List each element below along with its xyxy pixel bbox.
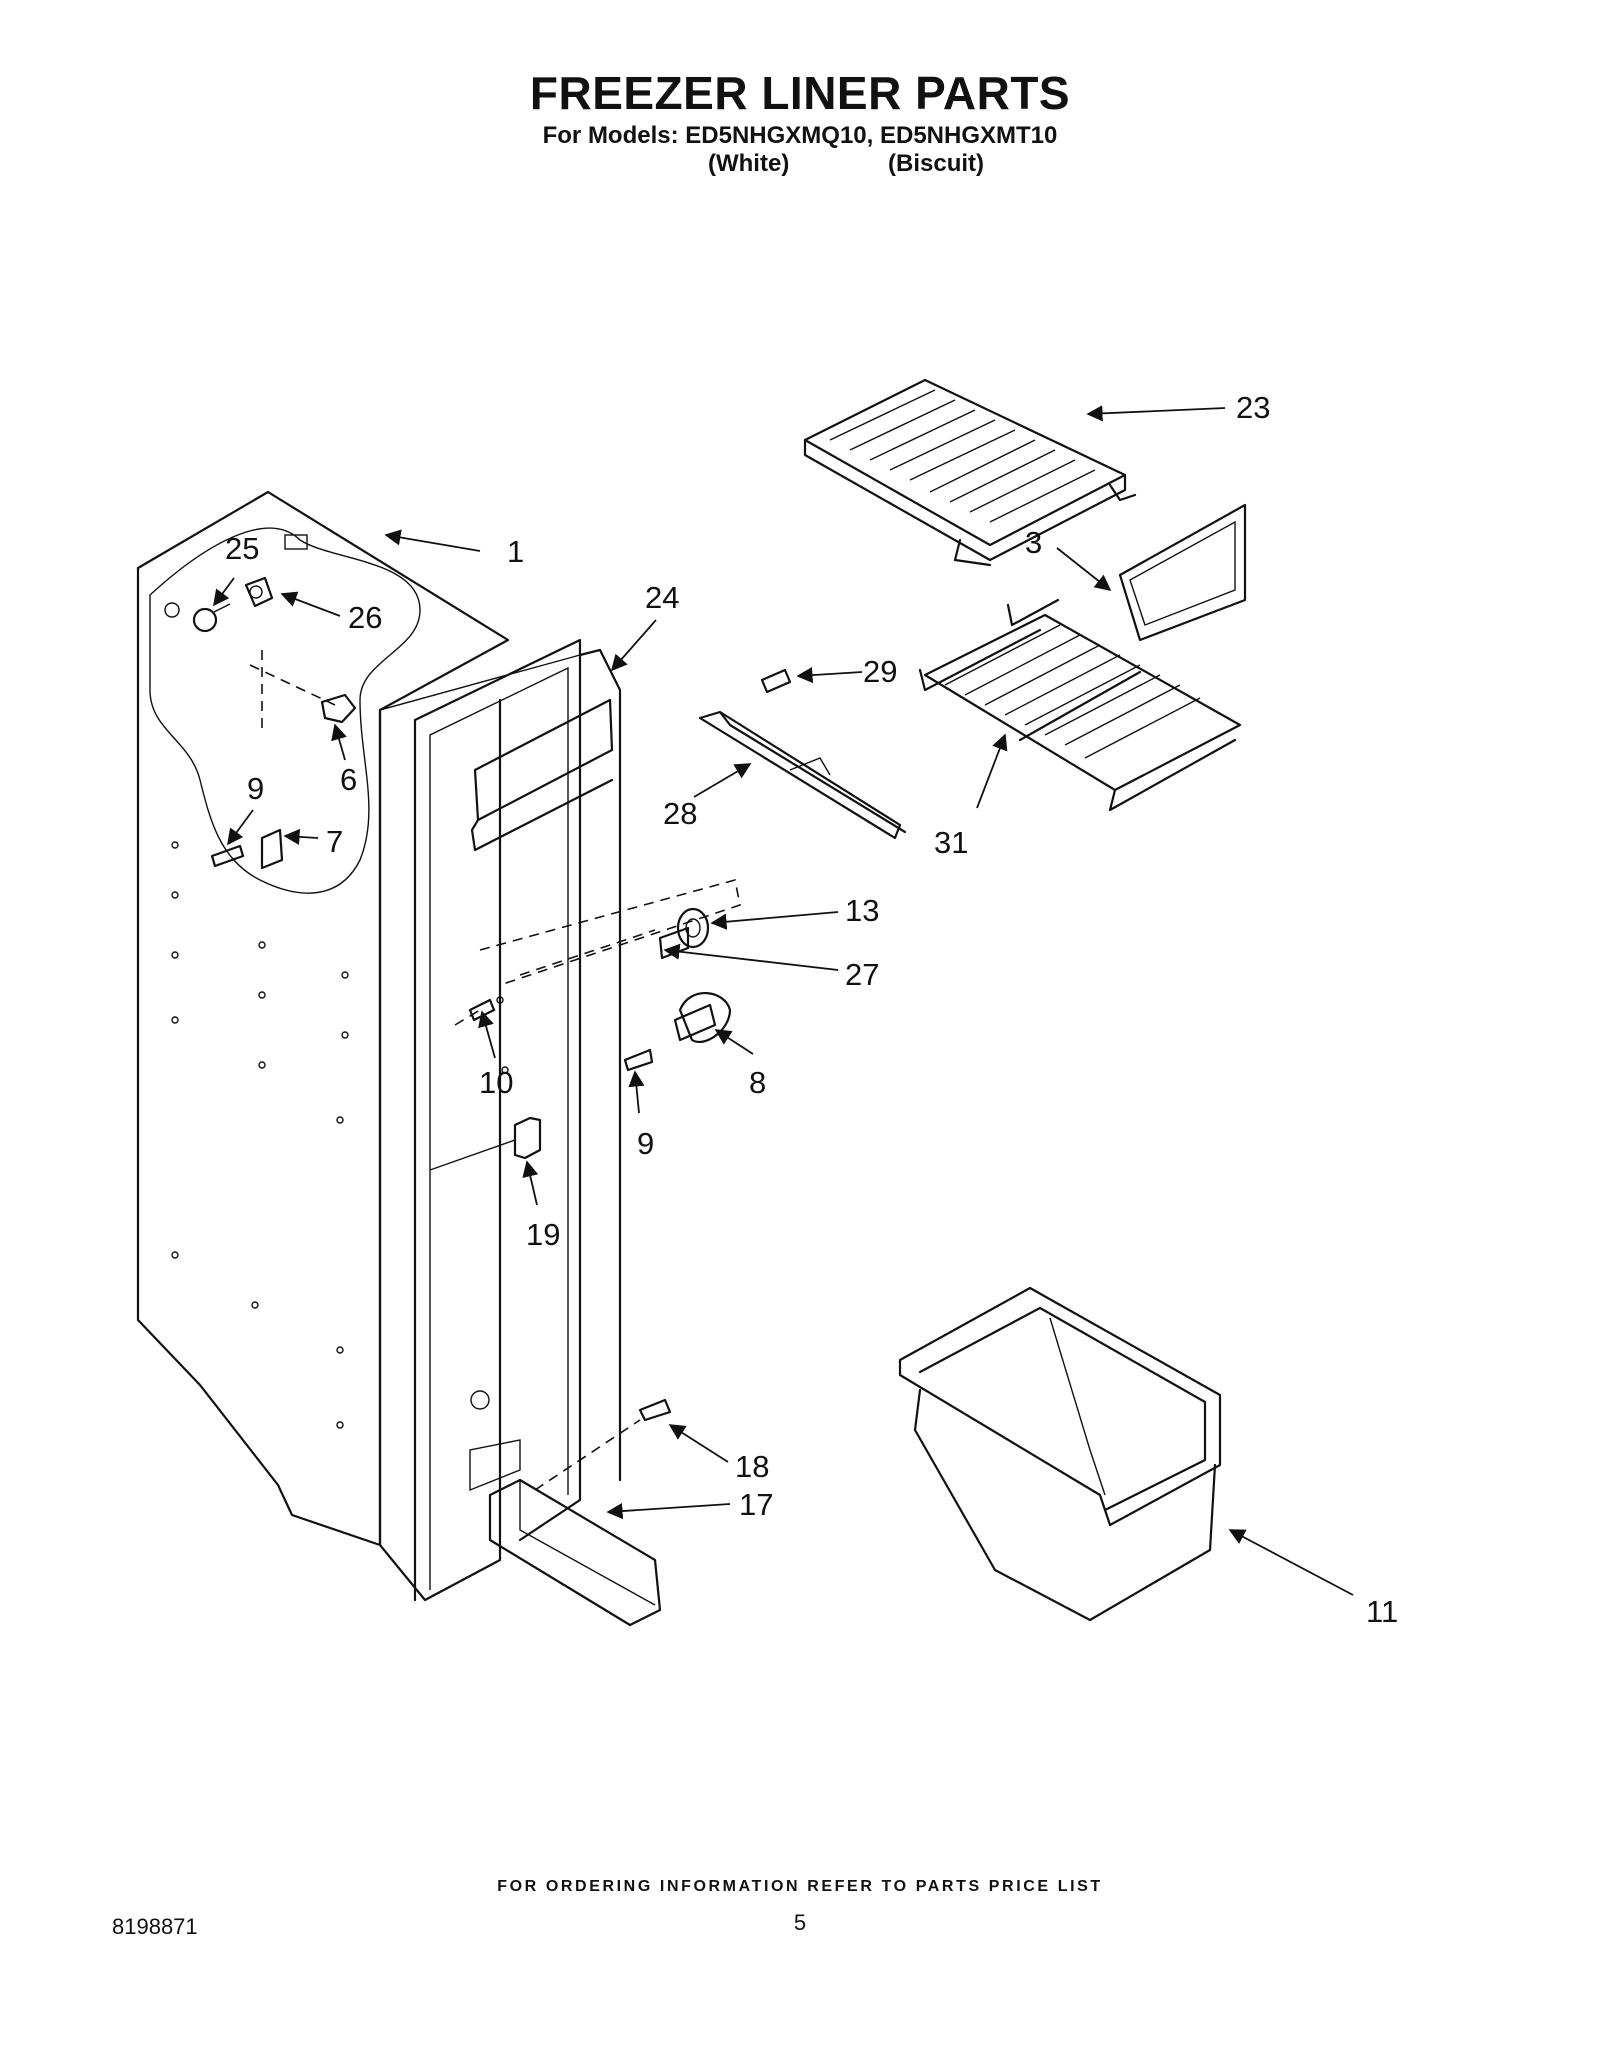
- callout-10: 10: [479, 1065, 513, 1100]
- document-number: 8198871: [112, 1914, 198, 1939]
- callout-11: 11: [1366, 1594, 1398, 1629]
- callout-3: 3: [1025, 525, 1042, 560]
- callout-6: 6: [340, 762, 357, 797]
- callout-27: 27: [845, 957, 879, 992]
- callout-26: 26: [348, 600, 382, 635]
- callout-7: 7: [326, 824, 343, 859]
- screw: [468, 998, 496, 1022]
- wire-shelf: [918, 598, 1242, 812]
- assembly-plane: [479, 879, 741, 986]
- shelf-trim: [1118, 503, 1247, 642]
- callout-25: 25: [225, 531, 259, 566]
- freezer-liner: [136, 490, 622, 1602]
- door-switch: [513, 1116, 542, 1160]
- breaker-trim: [473, 698, 614, 822]
- shelf-bracket: [260, 828, 284, 870]
- ordering-note: FOR ORDERING INFORMATION REFER TO PARTS …: [497, 1878, 1103, 1895]
- screw: [760, 668, 792, 694]
- leader-arrows: [213, 405, 1354, 1596]
- page-title: FREEZER LINER PARTS: [529, 67, 1071, 119]
- models-subtitle: For Models: ED5NHGXMQ10, ED5NHGXMT10: [542, 122, 1058, 149]
- callout-19: 19: [526, 1217, 560, 1252]
- callout-17: 17: [739, 1487, 773, 1522]
- callout-29: 29: [863, 654, 897, 689]
- callout-18: 18: [735, 1449, 769, 1484]
- callout-9: 9: [247, 771, 264, 806]
- callout-13: 13: [845, 893, 879, 928]
- callout-31: 31: [934, 825, 968, 860]
- screw: [623, 1048, 654, 1072]
- callout-24: 24: [645, 580, 679, 615]
- page-number: 5: [793, 1910, 807, 1935]
- shelf-rail: [698, 710, 907, 840]
- callout-9: 9: [637, 1126, 654, 1161]
- variant-white-label: (White): [708, 150, 790, 177]
- callout-8: 8: [749, 1065, 766, 1100]
- shelf-support: [673, 992, 732, 1043]
- callout-28: 28: [663, 796, 697, 831]
- light-shield-clip: [320, 693, 357, 724]
- ice-bin: [898, 1286, 1222, 1622]
- callout-1: 1: [507, 534, 524, 569]
- light-bulb: [192, 603, 231, 633]
- light-socket: [244, 576, 274, 608]
- screw: [210, 844, 245, 868]
- glass-shelf: [803, 378, 1137, 567]
- callout-23: 23: [1236, 390, 1270, 425]
- variant-biscuit-label: (Biscuit): [888, 150, 984, 177]
- roller-assembly: [658, 907, 710, 960]
- screw: [638, 1398, 672, 1422]
- drain-trough: [488, 1478, 662, 1627]
